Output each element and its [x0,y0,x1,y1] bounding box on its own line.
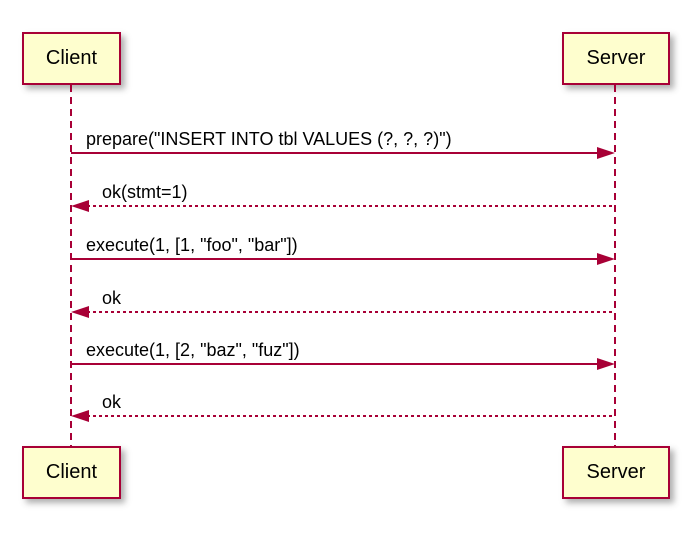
message-ok-stmt: ok(stmt=1) [71,182,615,220]
message-line [75,415,615,417]
participant-client-top: Client [22,32,121,85]
message-ok-1: ok [71,288,615,326]
message-ok-2: ok [71,392,615,430]
arrowhead-right-icon [597,147,615,159]
arrowhead-right-icon [597,358,615,370]
arrowhead-left-icon [71,200,89,212]
participant-client-bottom: Client [22,446,121,499]
participant-server-top: Server [562,32,670,85]
message-label: execute(1, [1, "foo", "bar"]) [86,235,298,255]
message-execute-1: execute(1, [1, "foo", "bar"]) [71,235,615,273]
message-line [71,152,611,154]
message-label: ok [102,288,122,308]
message-label: execute(1, [2, "baz", "fuz"]) [86,340,300,360]
lifeline-client [70,85,72,446]
message-line [71,258,611,260]
lifeline-server [614,85,616,446]
message-line [75,205,615,207]
message-line [71,363,611,365]
message-line [75,311,615,313]
message-execute-2: execute(1, [2, "baz", "fuz"]) [71,340,615,378]
participant-server-bottom: Server [562,446,670,499]
arrowhead-left-icon [71,306,89,318]
arrowhead-left-icon [71,410,89,422]
arrowhead-right-icon [597,253,615,265]
message-label: ok(stmt=1) [102,182,188,202]
message-label: ok [102,392,122,412]
message-prepare: prepare("INSERT INTO tbl VALUES (?, ?, ?… [71,129,615,167]
message-label: prepare("INSERT INTO tbl VALUES (?, ?, ?… [86,129,452,149]
